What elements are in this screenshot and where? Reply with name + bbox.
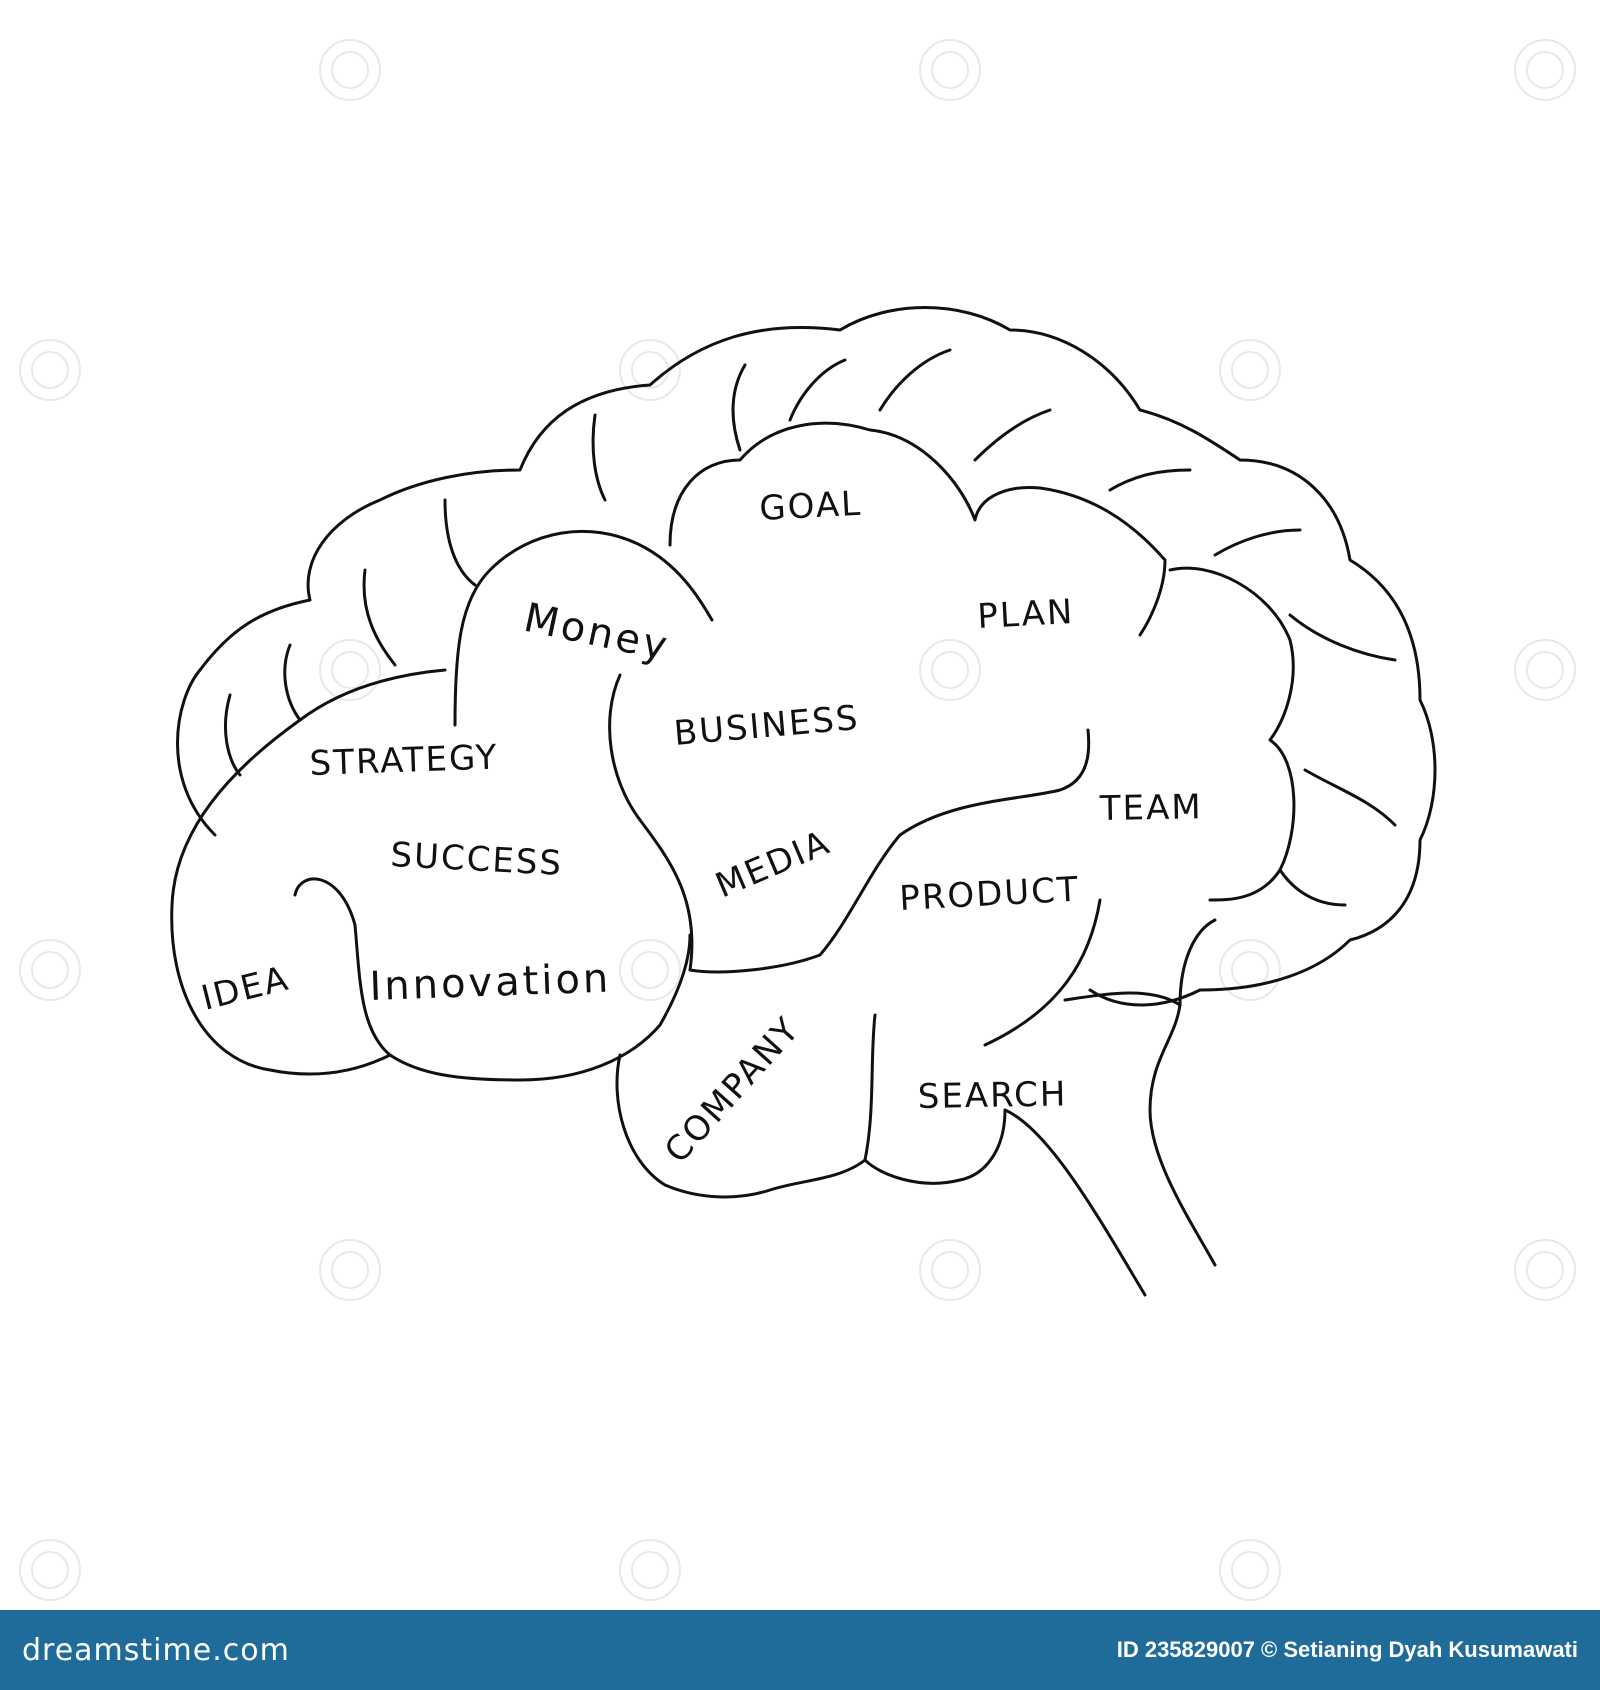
brain-stem-left <box>1003 1108 1147 1297</box>
watermark-pattern <box>19 39 1576 1601</box>
word-search: SEARCH <box>917 1074 1067 1117</box>
image-credit: ID 235829007 © Setianing Dyah Kusumawati <box>1116 1637 1578 1662</box>
word-success: SUCCESS <box>390 835 564 884</box>
lobe-business <box>608 673 1091 974</box>
lobe-idea <box>293 877 392 1057</box>
word-plan: PLAN <box>976 592 1075 637</box>
lobe-search-top <box>1063 991 1182 1007</box>
word-goal: GOAL <box>758 484 863 529</box>
brain-illustration: GOAL Money PLAN BUSINESS STRATEGY SUCCES… <box>19 39 1576 1601</box>
brain-folds <box>223 348 1397 1007</box>
word-team: TEAM <box>1098 787 1203 829</box>
stock-brand-logo: dreamstime.com <box>22 1632 290 1668</box>
brain-drawing: GOAL Money PLAN BUSINESS STRATEGY SUCCES… <box>19 39 1576 1601</box>
lobe-team <box>1168 566 1296 902</box>
lobe-company-divider <box>863 1013 877 1162</box>
word-product: PRODUCT <box>898 870 1080 919</box>
word-company: COMPANY <box>657 1009 808 1171</box>
word-business: BUSINESS <box>672 698 861 754</box>
lobe-temporal <box>615 1053 1007 1199</box>
stock-footer-bar: dreamstime.com ID 235829007 © Setianing … <box>0 1610 1600 1690</box>
lobe-goal <box>668 421 1167 637</box>
word-money: Money <box>520 595 674 671</box>
word-idea: IDEA <box>198 958 294 1018</box>
brain-stem-right <box>1148 1003 1217 1267</box>
word-strategy: STRATEGY <box>309 737 499 784</box>
word-media: MEDIA <box>710 822 836 906</box>
word-innovation: Innovation <box>369 956 612 1010</box>
lobe-money <box>453 529 714 727</box>
lobe-product <box>983 898 1102 1047</box>
brain-outline <box>176 306 1437 1007</box>
